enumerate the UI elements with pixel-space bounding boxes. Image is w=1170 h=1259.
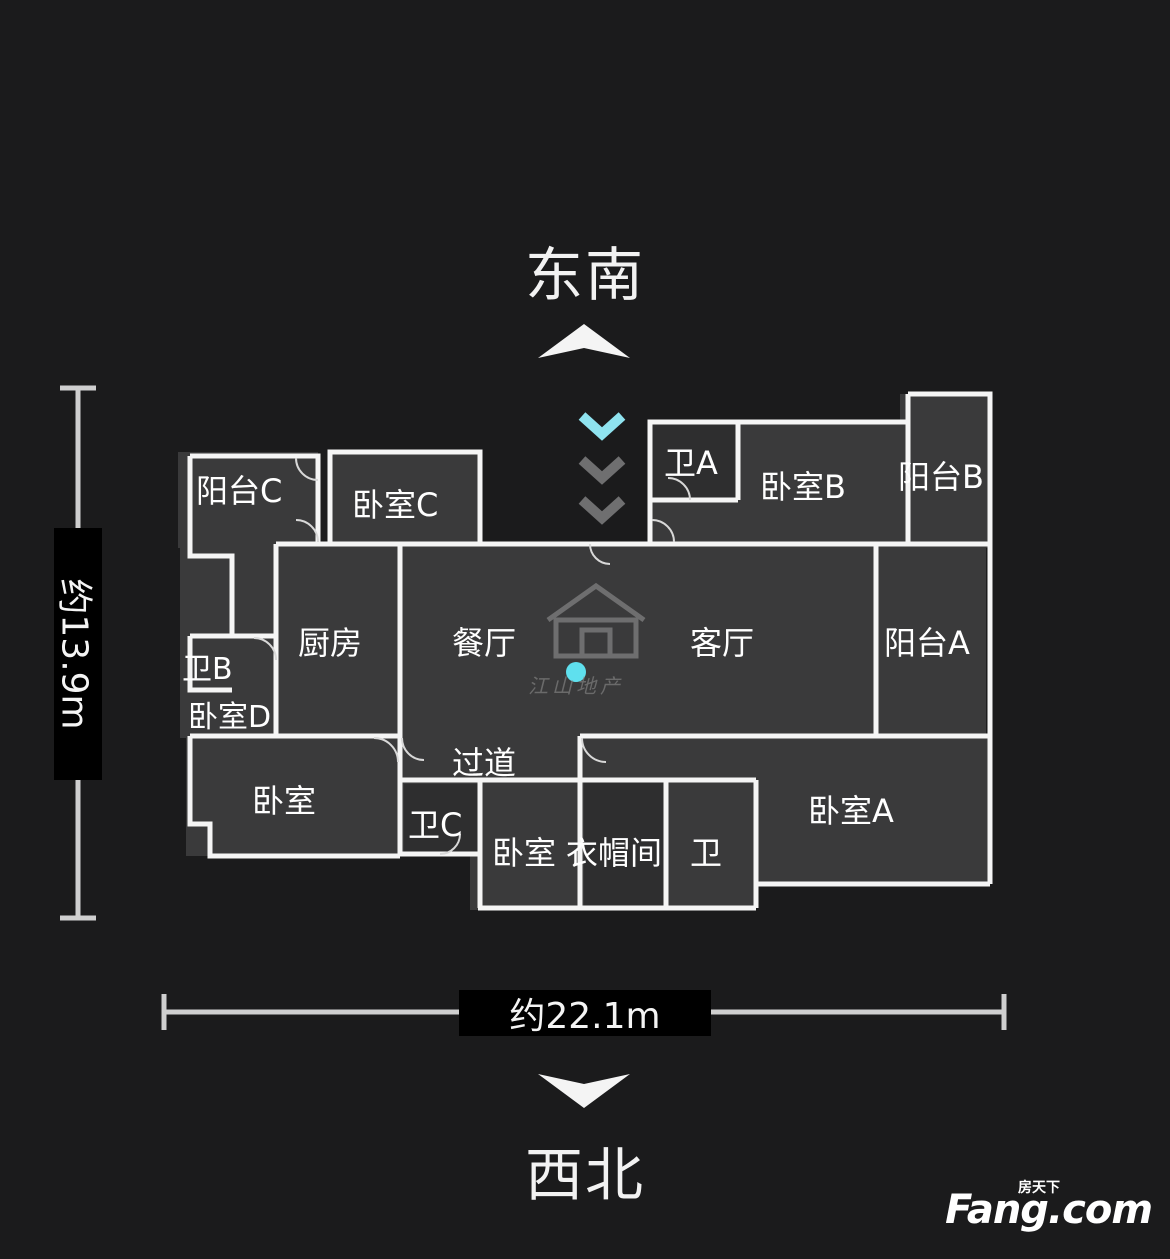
- room-corridor[interactable]: 过道: [452, 744, 517, 782]
- room-dining[interactable]: 餐厅: [452, 624, 517, 662]
- room-bedroom-b[interactable]: 卧室B: [760, 468, 846, 506]
- fang-logo-small: 房天下: [1018, 1180, 1060, 1196]
- height-dimension-label: 约13.9m: [54, 528, 102, 780]
- width-dimension-label: 约22.1m: [459, 990, 711, 1037]
- room-bath-b[interactable]: 卫B: [182, 652, 233, 687]
- room-bath-c[interactable]: 卫C: [408, 806, 463, 844]
- direction-chevrons: [578, 412, 626, 525]
- compass-bottom-label: 西北: [524, 1141, 645, 1209]
- room-bedroom-d[interactable]: 卧室D: [188, 700, 272, 735]
- watermark-text: 江山地产: [528, 674, 624, 698]
- room-balcony-b[interactable]: 阳台B: [898, 458, 984, 496]
- room-kitchen[interactable]: 厨房: [298, 624, 363, 662]
- door-arcs: [253, 457, 691, 855]
- fang-logo-main: Fang.com: [945, 1187, 1153, 1233]
- room-balcony-a[interactable]: 阳台A: [884, 624, 970, 662]
- room-bedroom-a[interactable]: 卧室A: [808, 792, 894, 830]
- room-fills: [178, 394, 992, 910]
- room-shading: [404, 424, 736, 908]
- room-bedroom[interactable]: 卧室: [252, 782, 317, 820]
- room-balcony-c[interactable]: 阳台C: [196, 472, 283, 510]
- compass-top-label: 东南: [524, 241, 645, 309]
- room-living[interactable]: 客厅: [690, 624, 755, 662]
- room-bath[interactable]: 卫: [690, 834, 723, 872]
- up-arrow-icon[interactable]: [536, 320, 632, 360]
- position-marker: [566, 662, 586, 682]
- down-arrow-icon[interactable]: [536, 1072, 632, 1112]
- room-bath-a[interactable]: 卫A: [664, 444, 718, 482]
- fang-logo: 房天下 Fang.com: [945, 1180, 1153, 1241]
- room-bedroom-2[interactable]: 卧室: [492, 834, 557, 872]
- walls: [187, 391, 993, 911]
- room-bedroom-c[interactable]: 卧室C: [352, 486, 439, 524]
- watermark-house-icon: [546, 582, 646, 659]
- room-cloakroom[interactable]: 衣帽间: [566, 834, 663, 872]
